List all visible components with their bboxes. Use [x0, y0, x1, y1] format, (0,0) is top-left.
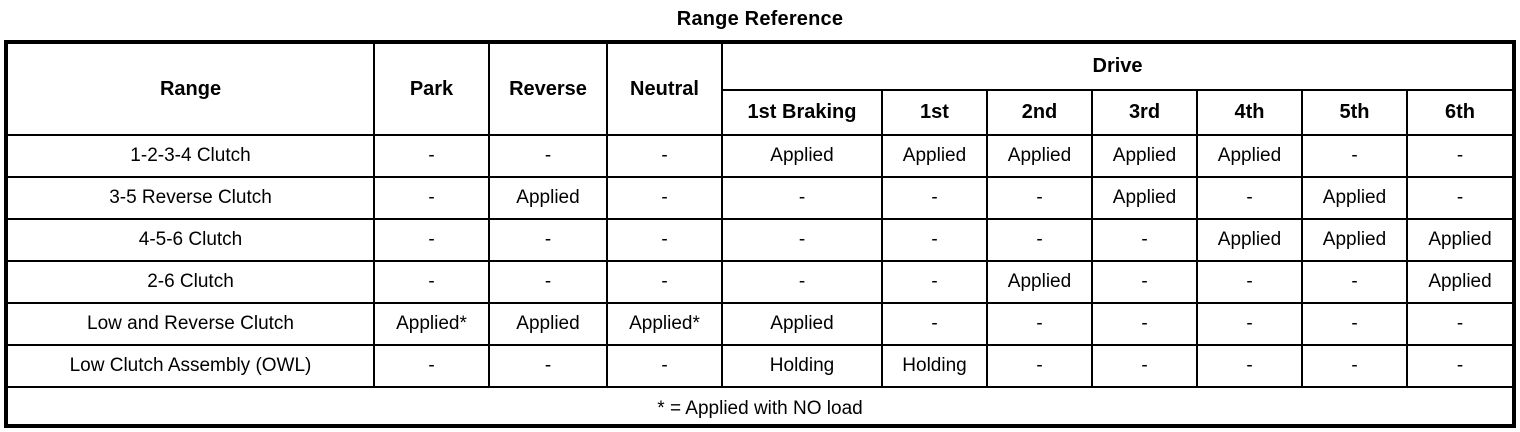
cell-reverse: - — [488, 134, 608, 178]
column-header-drive-1st: 1st — [881, 89, 988, 136]
column-header-drive-4th: 4th — [1196, 89, 1303, 136]
table-header: Range Park Reverse Neutral Drive 1st Bra… — [8, 44, 1513, 136]
cell-drive-1st: - — [881, 260, 988, 304]
cell-drive-1st-braking: - — [721, 176, 883, 220]
cell-drive-1st-braking: Holding — [721, 344, 883, 388]
cell-drive-5th: - — [1301, 302, 1408, 346]
cell-neutral: Applied* — [606, 302, 723, 346]
cell-drive-1st: - — [881, 176, 988, 220]
cell-reverse: Applied — [488, 176, 608, 220]
cell-drive-1st: Holding — [881, 344, 988, 388]
cell-drive-5th: Applied — [1301, 218, 1408, 262]
cell-reverse: Applied — [488, 302, 608, 346]
cell-drive-2nd: Applied — [986, 134, 1093, 178]
table-row: 4-5-6 Clutch - - - - - - - Applied Appli… — [8, 218, 1513, 262]
row-label: Low Clutch Assembly (OWL) — [8, 344, 375, 388]
cell-park: - — [373, 134, 490, 178]
column-header-range: Range — [8, 44, 375, 136]
row-label: 4-5-6 Clutch — [8, 218, 375, 262]
cell-drive-1st-braking: Applied — [721, 302, 883, 346]
cell-reverse: - — [488, 260, 608, 304]
page-title: Range Reference — [676, 8, 844, 30]
cell-reverse: - — [488, 218, 608, 262]
cell-neutral: - — [606, 218, 723, 262]
column-header-drive-6th: 6th — [1405, 89, 1513, 136]
cell-drive-6th: Applied — [1405, 260, 1513, 304]
cell-drive-6th: - — [1405, 302, 1513, 346]
header-row-sub: 1st Braking 1st 2nd 3rd 4th 5th 6th — [8, 89, 1513, 136]
column-header-drive-3rd: 3rd — [1091, 89, 1198, 136]
cell-drive-5th: Applied — [1301, 176, 1408, 220]
row-label: 3-5 Reverse Clutch — [8, 176, 375, 220]
cell-drive-5th: - — [1301, 134, 1408, 178]
table-row: 2-6 Clutch - - - - - Applied - - - Appli… — [8, 260, 1513, 304]
cell-drive-2nd: - — [986, 176, 1093, 220]
cell-drive-1st: - — [881, 302, 988, 346]
cell-drive-6th: - — [1405, 176, 1513, 220]
cell-drive-3rd: Applied — [1091, 134, 1198, 178]
cell-drive-4th: Applied — [1196, 218, 1303, 262]
cell-drive-1st-braking: - — [721, 218, 883, 262]
cell-park: - — [373, 344, 490, 388]
cell-drive-3rd: Applied — [1091, 176, 1198, 220]
cell-drive-4th: - — [1196, 176, 1303, 220]
cell-park: - — [373, 218, 490, 262]
table-row: 3-5 Reverse Clutch - Applied - - - - App… — [8, 176, 1513, 220]
cell-park: - — [373, 176, 490, 220]
cell-drive-6th: - — [1405, 344, 1513, 388]
cell-drive-1st: - — [881, 218, 988, 262]
column-header-drive-5th: 5th — [1301, 89, 1408, 136]
row-label: 1-2-3-4 Clutch — [8, 134, 375, 178]
table-row: 1-2-3-4 Clutch - - - Applied Applied App… — [8, 134, 1513, 178]
table-row: Low Clutch Assembly (OWL) - - - Holding … — [8, 344, 1513, 388]
cell-drive-1st-braking: - — [721, 260, 883, 304]
cell-reverse: - — [488, 344, 608, 388]
cell-park: Applied* — [373, 302, 490, 346]
cell-drive-4th: Applied — [1196, 134, 1303, 178]
cell-drive-1st: Applied — [881, 134, 988, 178]
row-label: Low and Reverse Clutch — [8, 302, 375, 346]
column-group-header-drive: Drive — [720, 44, 1513, 91]
column-header-drive-2nd: 2nd — [986, 89, 1093, 136]
footnote-row: * = Applied with NO load — [8, 386, 1513, 430]
row-label: 2-6 Clutch — [8, 260, 375, 304]
cell-drive-2nd: Applied — [986, 260, 1093, 304]
cell-drive-2nd: - — [986, 218, 1093, 262]
cell-neutral: - — [606, 344, 723, 388]
range-reference-table-container: Range Park Reverse Neutral Drive 1st Bra… — [4, 40, 1516, 430]
cell-drive-6th: Applied — [1405, 218, 1513, 262]
cell-drive-3rd: - — [1091, 260, 1198, 304]
cell-drive-2nd: - — [986, 344, 1093, 388]
column-header-neutral: Neutral — [606, 44, 723, 136]
cell-drive-5th: - — [1301, 260, 1408, 304]
cell-drive-4th: - — [1196, 302, 1303, 346]
cell-drive-4th: - — [1196, 260, 1303, 304]
cell-drive-3rd: - — [1091, 218, 1198, 262]
cell-drive-4th: - — [1196, 344, 1303, 388]
column-header-drive-1st-braking: 1st Braking — [722, 89, 883, 136]
column-header-park: Park — [373, 44, 490, 136]
cell-neutral: - — [606, 260, 723, 304]
cell-neutral: - — [606, 176, 723, 220]
cell-drive-3rd: - — [1091, 302, 1198, 346]
cell-park: - — [373, 260, 490, 304]
column-header-reverse: Reverse — [488, 44, 608, 136]
header-row-top: Range Park Reverse Neutral Drive — [8, 44, 1513, 136]
cell-drive-2nd: - — [986, 302, 1093, 346]
cell-drive-3rd: - — [1091, 344, 1198, 388]
range-reference-table: Range Park Reverse Neutral Drive 1st Bra… — [8, 44, 1513, 430]
cell-drive-6th: - — [1405, 134, 1513, 178]
table-body: 1-2-3-4 Clutch - - - Applied Applied App… — [8, 134, 1513, 430]
cell-drive-5th: - — [1301, 344, 1408, 388]
cell-neutral: - — [606, 134, 723, 178]
table-row: Low and Reverse Clutch Applied* Applied … — [8, 302, 1513, 346]
cell-drive-1st-braking: Applied — [721, 134, 883, 178]
footnote-text: * = Applied with NO load — [8, 386, 1513, 430]
